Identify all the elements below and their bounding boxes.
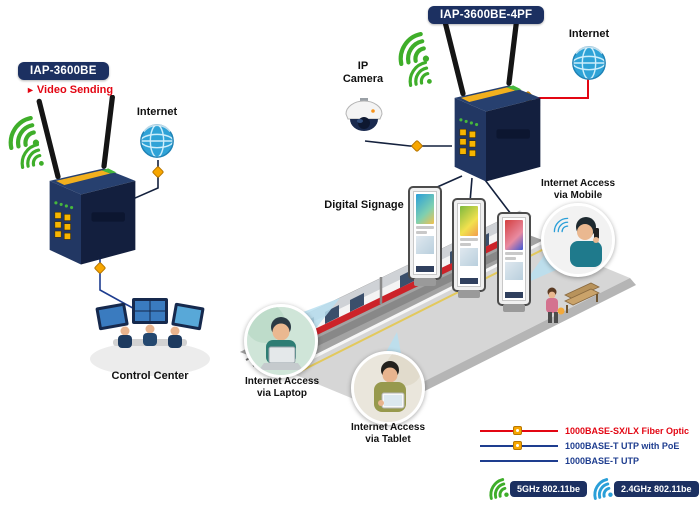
digital-signage-label: Digital Signage — [324, 199, 404, 211]
wifi-5ghz-badge: 5GHz 802.11be — [510, 481, 588, 497]
led-indicators — [54, 201, 74, 210]
wifi-signal-icon — [0, 108, 46, 158]
arrow-icon: ► — [26, 85, 35, 95]
platform-ground — [240, 223, 630, 407]
camera-line — [364, 140, 452, 147]
legend: 1000BASE-SX/LX Fiber Optic 1000BASE-T UT… — [480, 423, 700, 468]
legend-row-poe: 1000BASE-T UTP with PoE — [480, 438, 700, 453]
access-circle-mobile — [541, 203, 615, 277]
antenna-icon — [441, 15, 466, 97]
operators — [118, 324, 182, 348]
control-center-label: Control Center — [111, 370, 189, 382]
device-badge-left: IAP-3600BE — [18, 62, 109, 80]
ethernet-ports — [54, 211, 71, 240]
access-point-left — [36, 95, 136, 265]
wifi-24ghz-badge: 2.4GHz 802.11be — [614, 481, 699, 497]
antenna-icon — [101, 95, 115, 169]
person-with-bags — [546, 287, 565, 323]
connector-icon — [513, 440, 522, 450]
access-circle-tablet — [351, 351, 425, 425]
globe-icon — [140, 124, 174, 158]
wifi-24ghz-icon — [585, 473, 617, 505]
antenna-icon — [36, 98, 61, 180]
wifi-5ghz-icon — [481, 473, 513, 505]
legend-label: 1000BASE-SX/LX Fiber Optic — [565, 425, 690, 436]
access-label-laptop: Internet Access via Laptop — [244, 376, 320, 399]
fiber-line-sample — [480, 425, 558, 435]
signage-kiosk — [497, 212, 531, 312]
legend-label: 1000BASE-T UTP — [565, 455, 640, 466]
control-center-illustration — [90, 298, 210, 376]
legend-row-utp: 1000BASE-T UTP — [480, 453, 700, 468]
video-sending-note: ►Video Sending — [26, 84, 114, 96]
internet-left-label: Internet — [136, 106, 178, 118]
connector-icon — [513, 425, 522, 435]
bench — [564, 282, 600, 313]
poe-line-sample — [480, 440, 558, 450]
signage-kiosk — [408, 186, 442, 286]
utp-line-sample — [480, 459, 558, 462]
access-point-right — [441, 12, 541, 182]
access-label-mobile: Internet Access via Mobile — [540, 178, 616, 201]
led-indicators — [459, 118, 479, 127]
ip-camera-label: IP Camera — [342, 60, 384, 86]
wifi-signal-icon — [386, 24, 436, 74]
dome-camera-icon — [345, 98, 383, 131]
device-badge-right: IAP-3600BE-4PF — [428, 6, 545, 24]
wifi-signal-icon — [11, 137, 49, 175]
wifi-signal-icon — [553, 217, 569, 233]
wifi-signal-icon — [399, 55, 437, 93]
internet-top-label: Internet — [568, 28, 610, 40]
legend-label: 1000BASE-T UTP with PoE — [565, 440, 680, 451]
signage-kiosk — [452, 198, 486, 298]
access-label-tablet: Internet Access via Tablet — [350, 422, 426, 445]
globe-icon — [572, 46, 606, 80]
access-circle-laptop — [244, 304, 318, 378]
antenna-icon — [506, 12, 520, 86]
legend-row-fiber: 1000BASE-SX/LX Fiber Optic — [480, 423, 700, 438]
ethernet-ports — [459, 128, 476, 157]
